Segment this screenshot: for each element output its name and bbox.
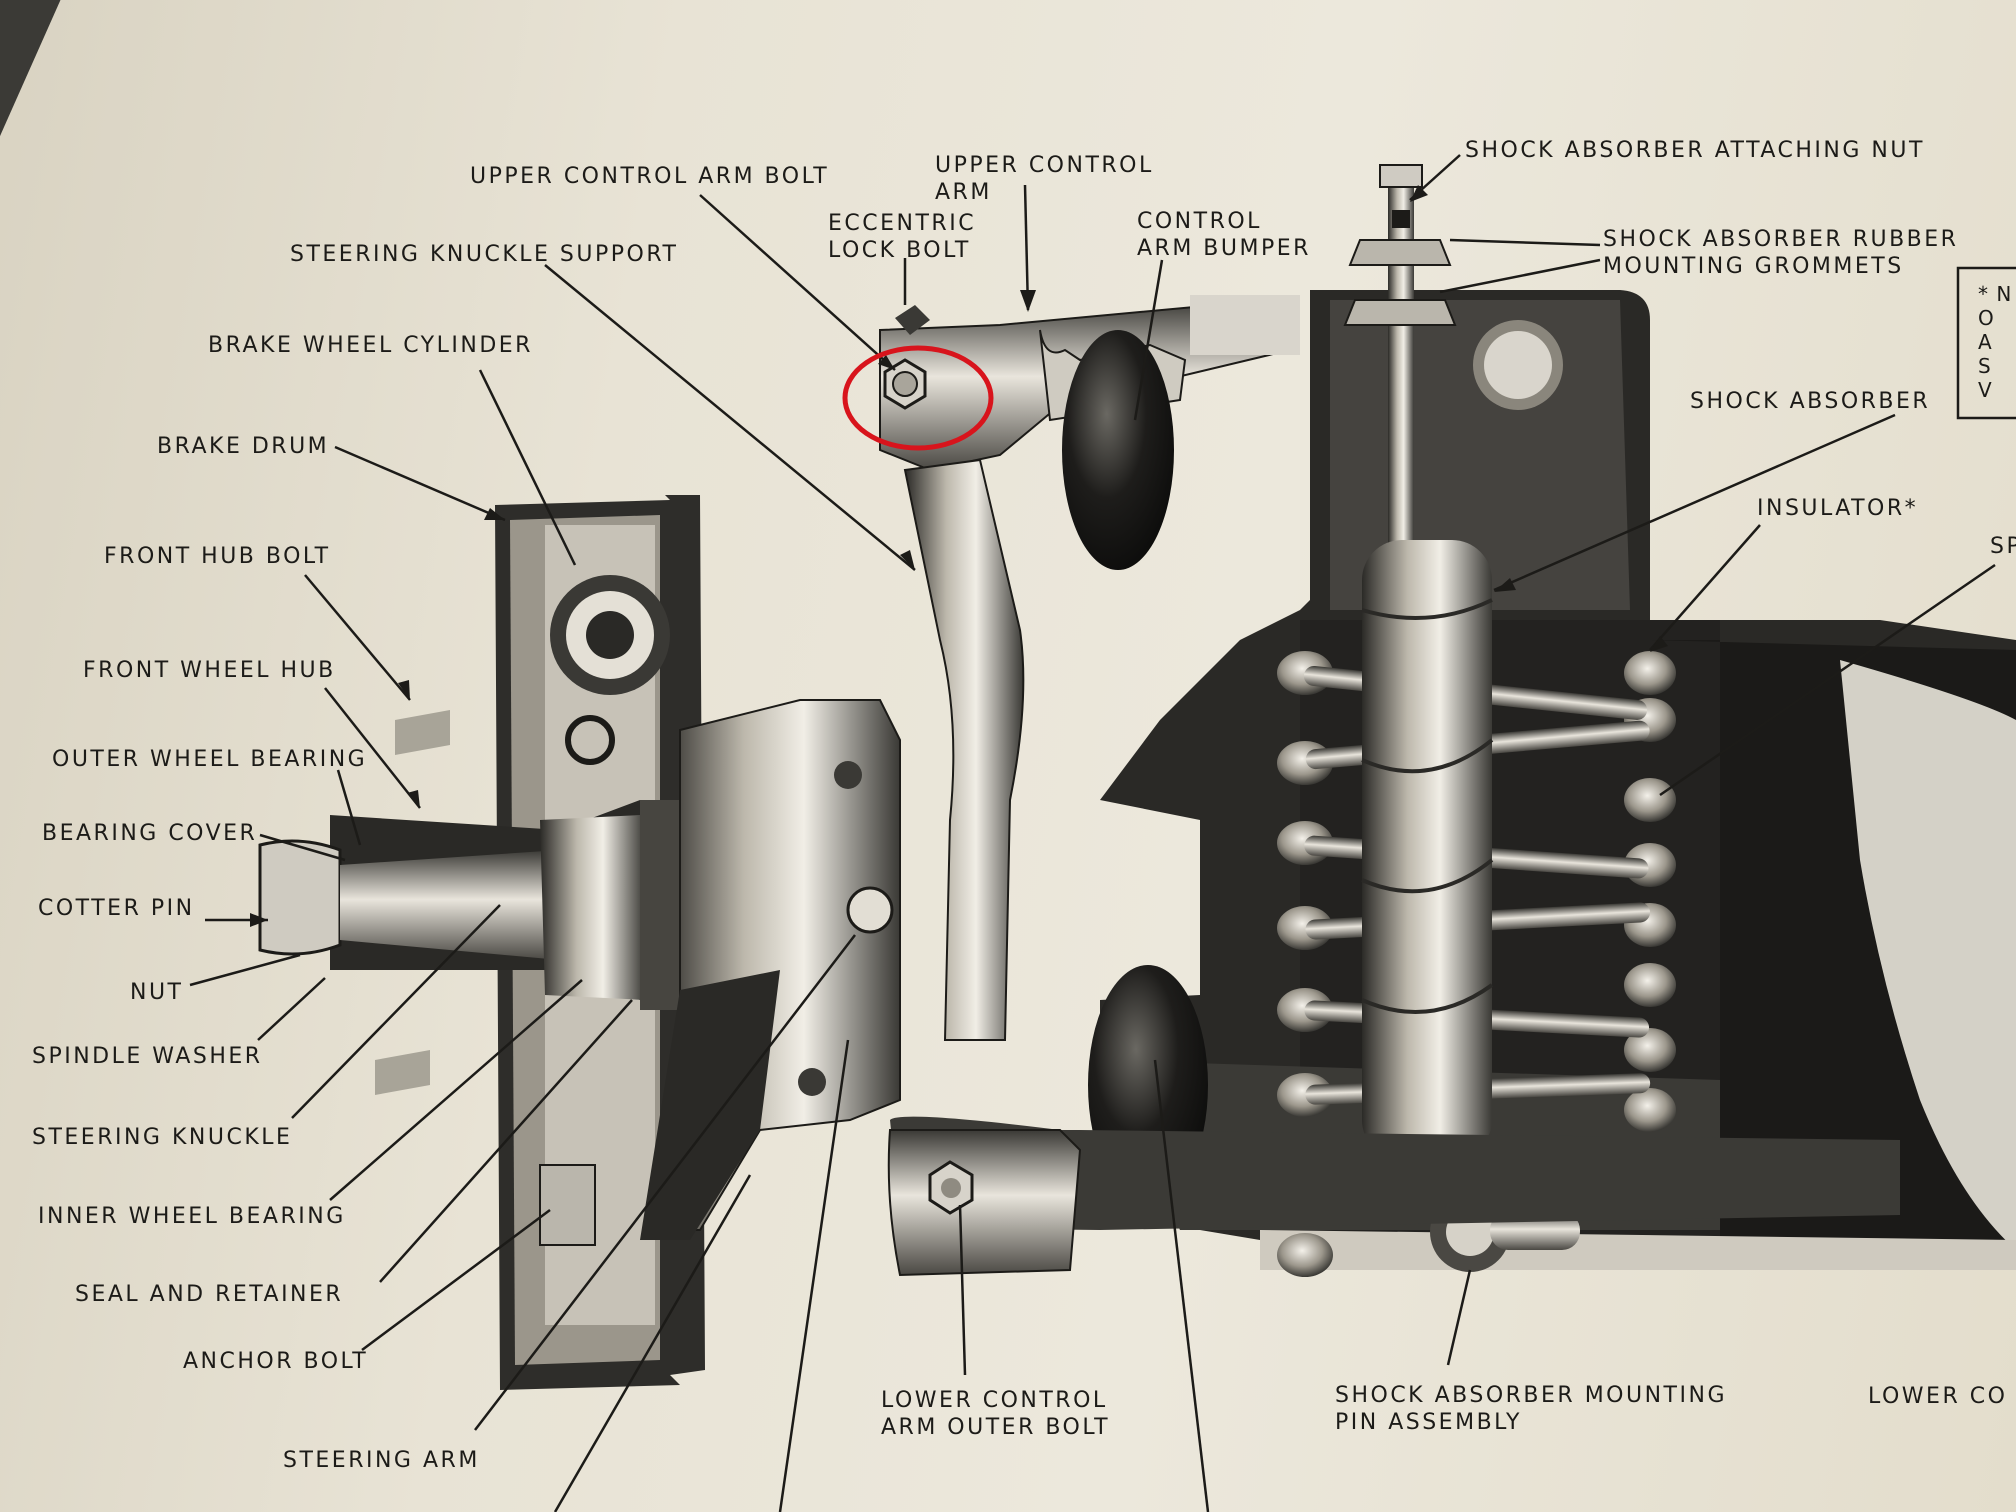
label-front-hub-bolt: FRONT HUB BOLT [104,544,331,569]
leader-lines [189,154,1996,1512]
label-steering-arm: STEERING ARM [283,1448,480,1473]
label-inner-wheel-bearing: INNER WHEEL BEARING [38,1204,346,1229]
label-upper-control-arm-bolt: UPPER CONTROL ARM BOLT [470,164,830,189]
label-bearing-cover: BEARING COVER [42,821,258,846]
label-seal-and-retainer: SEAL AND RETAINER [75,1282,344,1307]
label-spring-cut: SP [1990,534,2016,559]
brake-assembly [258,495,901,1390]
red-circle-highlight [842,345,994,451]
label-steering-knuckle: STEERING KNUCKLE [32,1125,293,1150]
label-shock-absorber-attaching-nut: SHOCK ABSORBER ATTACHING NUT [1465,138,1925,163]
upper-bumper [1062,330,1174,570]
label-cotter-pin: COTTER PIN [38,896,195,921]
label-insulator: INSULATOR* [1757,496,1919,521]
label-front-wheel-hub: FRONT WHEEL HUB [83,658,336,683]
frame-housing [1100,290,2016,1270]
arrowheads [250,185,1668,927]
steering-knuckle-support [903,458,1025,1041]
label-brake-drum: BRAKE DRUM [157,434,330,459]
shock-absorber [1343,164,1580,1272]
label-lower-control-cut: LOWER CO [1868,1384,2008,1409]
label-steering-knuckle-support: STEERING KNUCKLE SUPPORT [290,242,679,267]
label-shock-absorber: SHOCK ABSORBER [1690,389,1931,414]
label-outer-wheel-bearing: OUTER WHEEL BEARING [52,747,368,772]
lower-control-arm [887,1116,1900,1277]
label-anchor-bolt: ANCHOR BOLT [183,1349,369,1374]
label-brake-wheel-cylinder: BRAKE WHEEL CYLINDER [208,333,533,358]
note-box [1956,266,2016,420]
label-spindle-washer: SPINDLE WASHER [32,1044,263,1069]
label-nut: NUT [130,980,184,1005]
